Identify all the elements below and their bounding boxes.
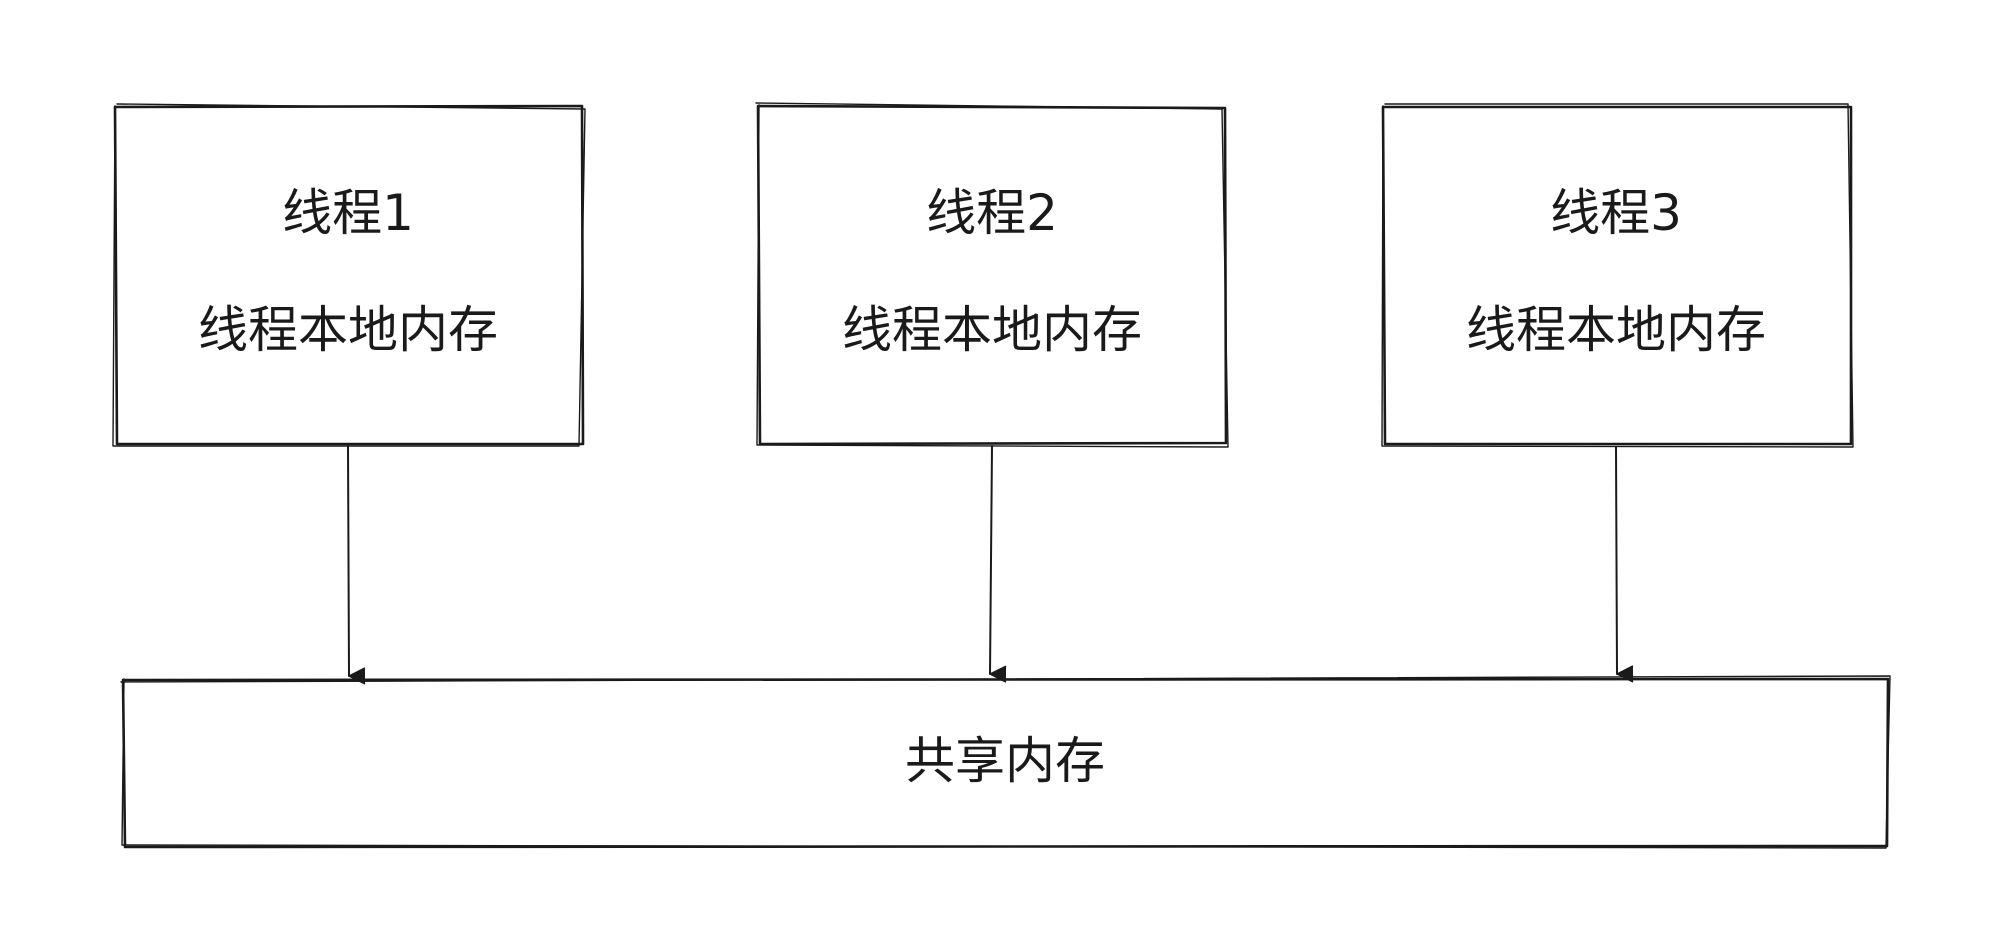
shared-memory-box[interactable]: 共享内存 xyxy=(120,675,1891,849)
thread-box-3[interactable]: 线程3 线程本地内存 xyxy=(1381,103,1854,448)
thread-box-1[interactable]: 线程1 线程本地内存 xyxy=(112,103,586,447)
thread-title-3: 线程3 xyxy=(1550,184,1682,242)
thread-local-memory-label-1: 线程本地内存 xyxy=(198,301,498,359)
thread-title-1: 线程1 xyxy=(282,184,414,242)
shared-memory-label: 共享内存 xyxy=(905,732,1105,790)
thread-box-2[interactable]: 线程2 线程本地内存 xyxy=(755,102,1229,448)
thread-title-2: 线程2 xyxy=(926,184,1058,242)
thread-local-memory-label-3: 线程本地内存 xyxy=(1466,301,1766,359)
arrow-thread-3-to-shared xyxy=(1615,446,1634,683)
arrow-thread-2-to-shared xyxy=(989,445,1007,683)
thread-local-memory-label-2: 线程本地内存 xyxy=(842,301,1142,359)
arrow-thread-1-to-shared xyxy=(347,445,366,685)
